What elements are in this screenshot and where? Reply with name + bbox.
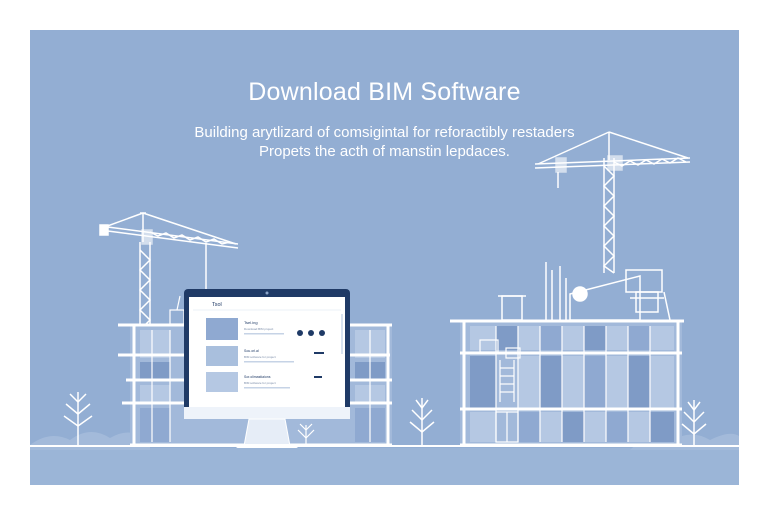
monitor-chin [184, 407, 350, 419]
construction-illustration: Tsol Tsel.ing Download BIM project Sou.o… [30, 131, 739, 485]
webcam-icon [265, 291, 269, 295]
page-title: Download BIM Software [248, 78, 521, 106]
edit-icon [297, 330, 303, 336]
right-building [450, 262, 684, 447]
svg-text:Tsel.ing: Tsel.ing [244, 320, 258, 325]
svg-text:BIM software for project: BIM software for project [244, 355, 276, 359]
svg-text:Sor.olimastiaions: Sor.olimastiaions [244, 375, 271, 379]
screen-row-3: Sor.olimastiaions BIM software for proje… [206, 372, 322, 392]
screen-brand: Tsol [212, 302, 222, 308]
subtitle-line-2: Propets the acth of manstin lepdaces. [259, 143, 510, 160]
download-icon [319, 330, 325, 336]
tree-center [409, 398, 435, 446]
desktop-monitor: Tsol Tsel.ing Download BIM project Sou.o… [184, 289, 350, 448]
share-icon [308, 330, 314, 336]
subtitle-line-1: Building arytlizard of comsigintal for r… [194, 124, 575, 141]
tree-right [681, 400, 707, 446]
tree-small [297, 423, 315, 446]
screen-row-2: Sou.orl.al BIM software for project [206, 346, 324, 366]
left-crane [99, 212, 239, 331]
screen-row-1: Tsel.ing Download BIM project [206, 318, 325, 340]
monitor-stand [243, 418, 291, 447]
right-crane [534, 131, 691, 274]
rooftop-structures [498, 262, 671, 321]
screen-scrollbar [341, 314, 343, 354]
hero-banner: Tsol Tsel.ing Download BIM project Sou.o… [30, 30, 739, 485]
svg-text:BIM software for project: BIM software for project [244, 381, 276, 385]
svg-text:Download BIM project: Download BIM project [244, 327, 274, 331]
svg-text:Sou.orl.al: Sou.orl.al [244, 349, 259, 353]
tree-left [63, 392, 93, 446]
